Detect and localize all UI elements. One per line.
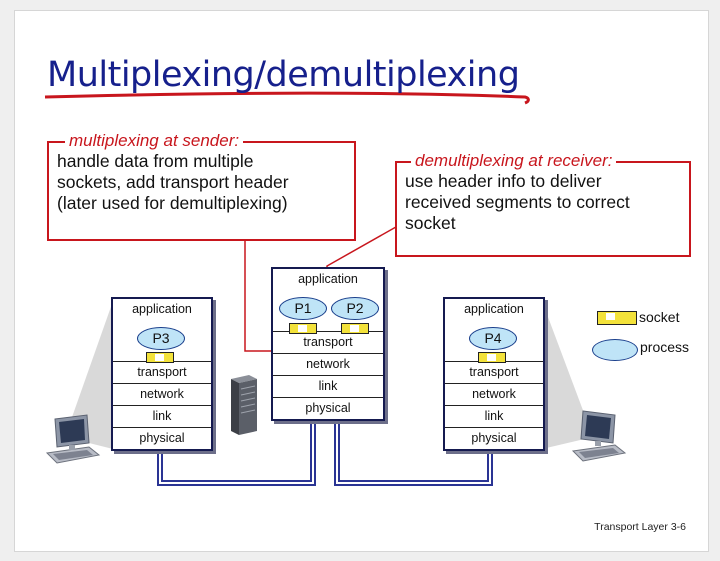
sender-callout-text: handle data from multiple sockets, add t…: [49, 143, 354, 214]
process-label: P4: [484, 330, 502, 346]
left-host-stack: application P3 transport network link ph…: [111, 297, 213, 451]
physical-layer: physical: [139, 431, 185, 445]
socket-icon: [341, 323, 369, 334]
legend-process-label: process: [640, 339, 690, 355]
application-layer: application P3: [113, 299, 211, 363]
title-underline: [44, 91, 530, 105]
physical-layer: physical: [471, 431, 517, 445]
sender-callout-line: handle data from multiple: [57, 151, 254, 171]
page-title: Multiplexing/demultiplexing: [47, 55, 520, 95]
application-layer: application P1 P2: [273, 269, 383, 334]
receiver-callout: demultiplexing at receiver: use header i…: [395, 151, 691, 257]
client-computer-icon: [45, 414, 101, 464]
socket-icon: [289, 323, 317, 334]
sender-callout-label: multiplexing at sender:: [65, 131, 244, 151]
process-icon: P2: [331, 297, 379, 320]
process-icon: P1: [279, 297, 327, 320]
network-layer: network: [445, 384, 543, 406]
receiver-callout-text: use header info to deliver received segm…: [397, 163, 689, 234]
transport-layer: transport: [273, 332, 383, 354]
transport-layer: transport: [445, 362, 543, 384]
receiver-callout-line: received segments to correct: [405, 192, 630, 212]
slide: Multiplexing/demultiplexing multiplexing…: [14, 10, 709, 552]
application-layer: application P4: [445, 299, 543, 363]
legend-socket-icon: [597, 311, 637, 325]
server-stack: application P1 P2 transport network link…: [271, 267, 385, 421]
link-layer: link: [445, 406, 543, 428]
slide-footer: Transport Layer 3-6: [594, 521, 686, 533]
receiver-callout-label: demultiplexing at receiver:: [411, 151, 617, 171]
link-layer: link: [273, 376, 383, 398]
receiver-callout-line: socket: [405, 213, 456, 233]
network-layer: network: [273, 354, 383, 376]
network-layer: network: [113, 384, 211, 406]
legend-process-icon: [592, 339, 638, 361]
application-label: application: [298, 272, 358, 286]
server-icon: [231, 375, 257, 435]
process-label: P3: [152, 330, 170, 346]
transport-layer: transport: [113, 362, 211, 384]
application-label: application: [464, 302, 524, 316]
process-icon: P4: [469, 327, 517, 350]
process-label: P1: [294, 300, 312, 316]
process-label: P2: [346, 300, 364, 316]
process-icon: P3: [137, 327, 185, 350]
sender-callout: multiplexing at sender: handle data from…: [47, 131, 356, 241]
link-layer: link: [113, 406, 211, 428]
client-computer-icon: [571, 410, 627, 462]
socket-icon: [146, 352, 174, 363]
right-host-stack: application P4 transport network link ph…: [443, 297, 545, 451]
application-label: application: [132, 302, 192, 316]
socket-icon: [478, 352, 506, 363]
receiver-callout-line: use header info to deliver: [405, 171, 602, 191]
physical-layer: physical: [305, 401, 351, 415]
sender-callout-line: sockets, add transport header: [57, 172, 289, 192]
legend-socket-label: socket: [639, 309, 680, 325]
sender-callout-line: (later used for demultiplexing): [57, 193, 288, 213]
